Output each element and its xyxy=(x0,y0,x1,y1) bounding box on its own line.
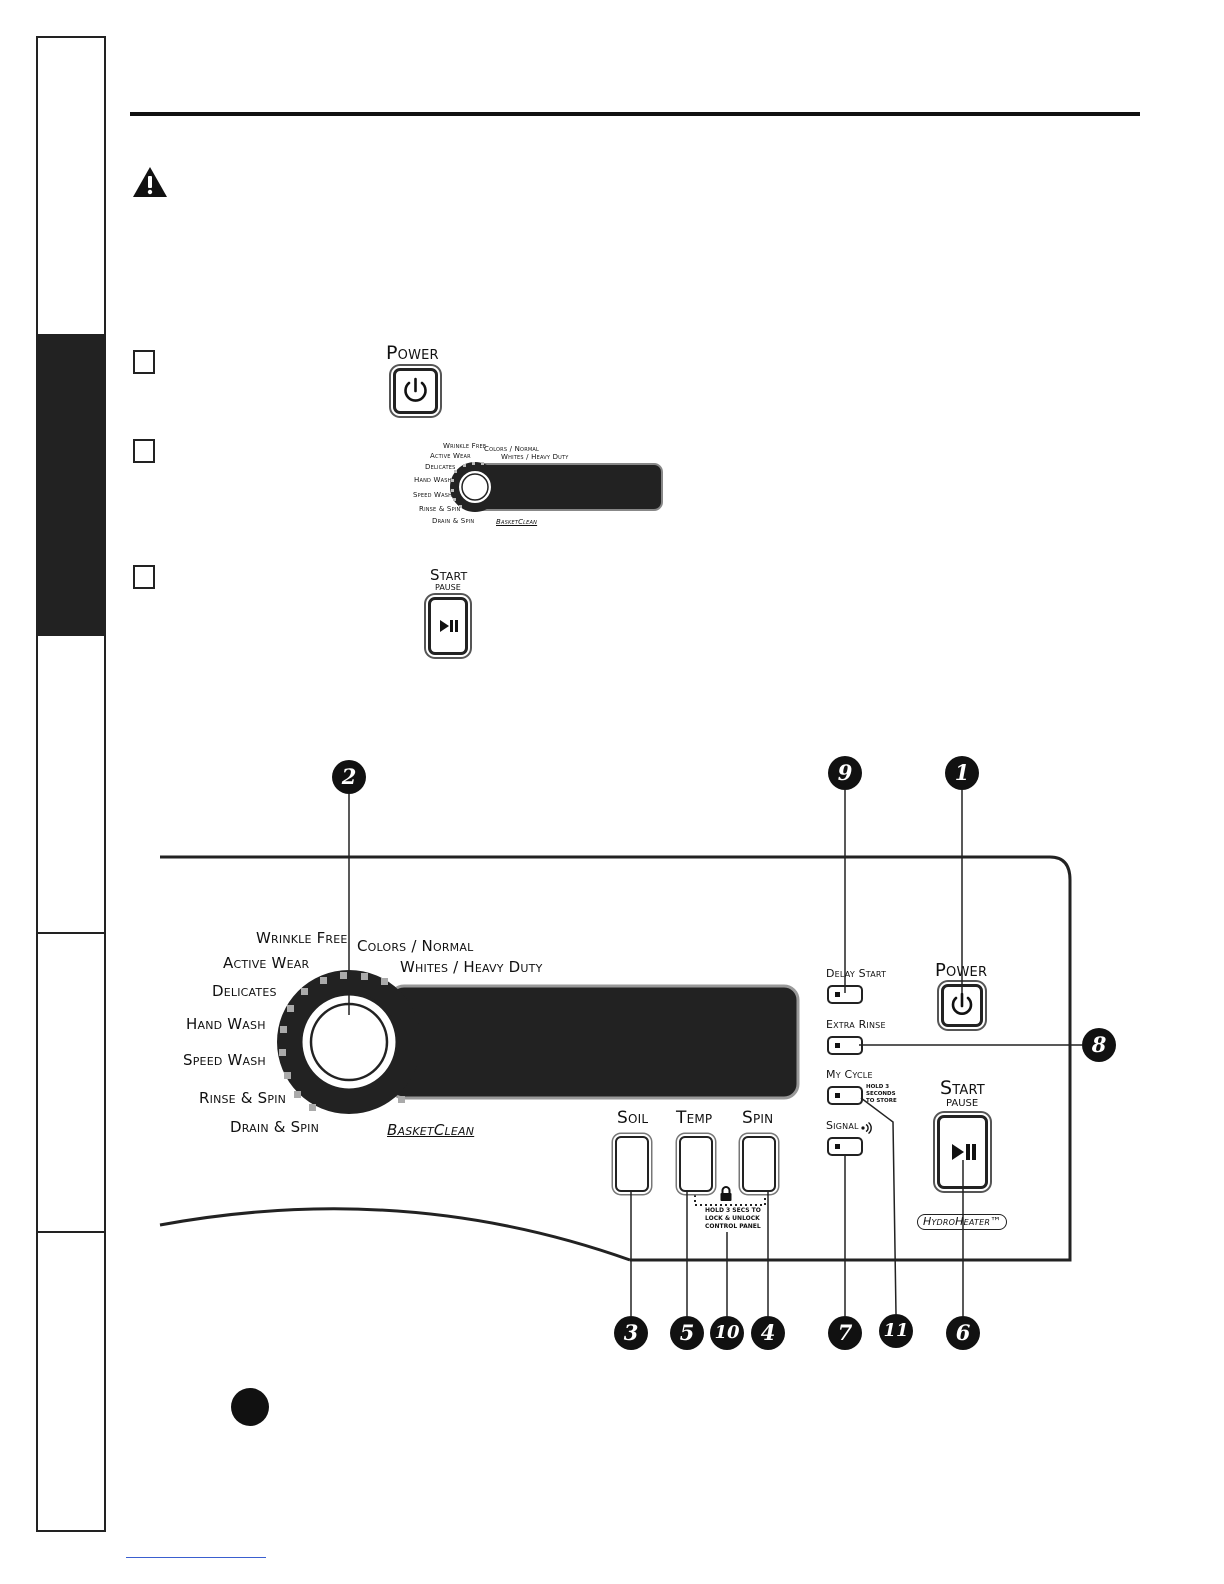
dial-label-drain-spin: Drain & Spin xyxy=(230,1118,320,1136)
my-cycle-note: TO STORE xyxy=(866,1098,897,1104)
small-dial-label: Speed Wash xyxy=(413,491,453,499)
small-start-label: Start xyxy=(430,566,468,584)
small-pause-label: PAUSE xyxy=(435,583,461,592)
small-start-pause-button[interactable] xyxy=(428,597,468,655)
start-label: Start xyxy=(940,1077,985,1099)
soil-label: Soil xyxy=(617,1108,649,1128)
small-dial-label: Wrinkle Free xyxy=(443,442,487,450)
power-label: Power xyxy=(935,960,988,981)
small-dial-label: Whites / Heavy Duty xyxy=(501,453,569,461)
control-panel xyxy=(155,850,1080,1270)
lock-text-line: CONTROL PANEL xyxy=(705,1223,761,1230)
dial-label-whites-heavy: Whites / Heavy Duty xyxy=(400,958,543,976)
callout-4: 4 xyxy=(751,1316,785,1350)
small-dial-label: Colors / Normal xyxy=(484,445,539,453)
pause-label: PAUSE xyxy=(946,1098,979,1109)
dial-label-wrinkle-free: Wrinkle Free xyxy=(256,929,348,947)
power-icon xyxy=(404,377,427,402)
lock-icon xyxy=(719,1186,733,1206)
dial-label-speed-wash: Speed Wash xyxy=(183,1051,266,1069)
step-checkbox-2[interactable] xyxy=(133,439,155,463)
small-dial-label: Rinse & Spin xyxy=(419,505,461,513)
callout-8: 8 xyxy=(1082,1028,1116,1062)
callout-2: 2 xyxy=(332,760,366,794)
small-dial-label: Drain & Spin xyxy=(432,517,475,525)
signal-icon xyxy=(860,1120,874,1139)
callout-11: 11 xyxy=(879,1314,913,1348)
my-cycle-button[interactable] xyxy=(827,1086,863,1105)
small-power-button[interactable] xyxy=(393,368,438,414)
temp-label: Temp xyxy=(676,1108,713,1128)
small-dial-panel xyxy=(406,440,666,532)
dial-label-delicates: Delicates xyxy=(212,982,277,1000)
power-icon xyxy=(951,992,973,1015)
bullet-dot xyxy=(231,1388,269,1426)
small-dial-label: Hand Wash xyxy=(414,476,452,484)
small-dial-label: BasketClean xyxy=(496,518,538,526)
spin-button[interactable] xyxy=(742,1136,776,1192)
my-cycle-label: My Cycle xyxy=(826,1068,873,1081)
step-checkbox-3[interactable] xyxy=(133,565,155,589)
small-dial-label: Delicates xyxy=(425,463,456,471)
soil-button[interactable] xyxy=(615,1136,649,1192)
my-cycle-note: SECONDS xyxy=(866,1091,896,1097)
callout-10: 10 xyxy=(710,1316,744,1350)
callout-5: 5 xyxy=(670,1316,704,1350)
dial-label-colors-normal: Colors / Normal xyxy=(357,937,474,955)
dial-label-active-wear: Active Wear xyxy=(223,954,310,972)
temp-button[interactable] xyxy=(679,1136,713,1192)
callout-9: 9 xyxy=(828,756,862,790)
play-pause-icon xyxy=(440,620,458,632)
spin-label: Spin xyxy=(742,1108,774,1128)
callout-7: 7 xyxy=(828,1316,862,1350)
play-pause-icon xyxy=(952,1144,976,1160)
lock-text-line: LOCK & UNLOCK xyxy=(705,1215,760,1222)
footer-link-underline[interactable] xyxy=(126,1557,266,1558)
callout-6: 6 xyxy=(946,1316,980,1350)
lock-text-line: HOLD 3 SECS TO xyxy=(705,1207,761,1214)
side-tab-divider xyxy=(38,932,104,934)
hydroheater-badge: HydroHeater™ xyxy=(917,1214,1008,1230)
callout-1: 1 xyxy=(945,756,979,790)
callout-3: 3 xyxy=(614,1316,648,1350)
small-power-label: Power xyxy=(386,342,439,364)
small-dial-label: Active Wear xyxy=(430,452,471,460)
header-rule xyxy=(130,112,1140,116)
warning-icon xyxy=(132,166,168,202)
step-checkbox-1[interactable] xyxy=(133,350,155,374)
side-tab-active[interactable] xyxy=(38,334,104,636)
signal-button[interactable] xyxy=(827,1137,863,1156)
delay-start-label: Delay Start xyxy=(826,967,887,980)
dial-label-rinse-spin: Rinse & Spin xyxy=(199,1089,287,1107)
dial-label-basketclean: BasketClean xyxy=(387,1121,475,1139)
side-tab-divider xyxy=(38,1231,104,1233)
my-cycle-note: HOLD 3 xyxy=(866,1084,890,1090)
extra-rinse-label: Extra Rinse xyxy=(826,1018,886,1031)
side-tab-column xyxy=(36,36,106,1532)
dial-label-hand-wash: Hand Wash xyxy=(186,1015,266,1033)
signal-label: Signal xyxy=(826,1119,859,1132)
